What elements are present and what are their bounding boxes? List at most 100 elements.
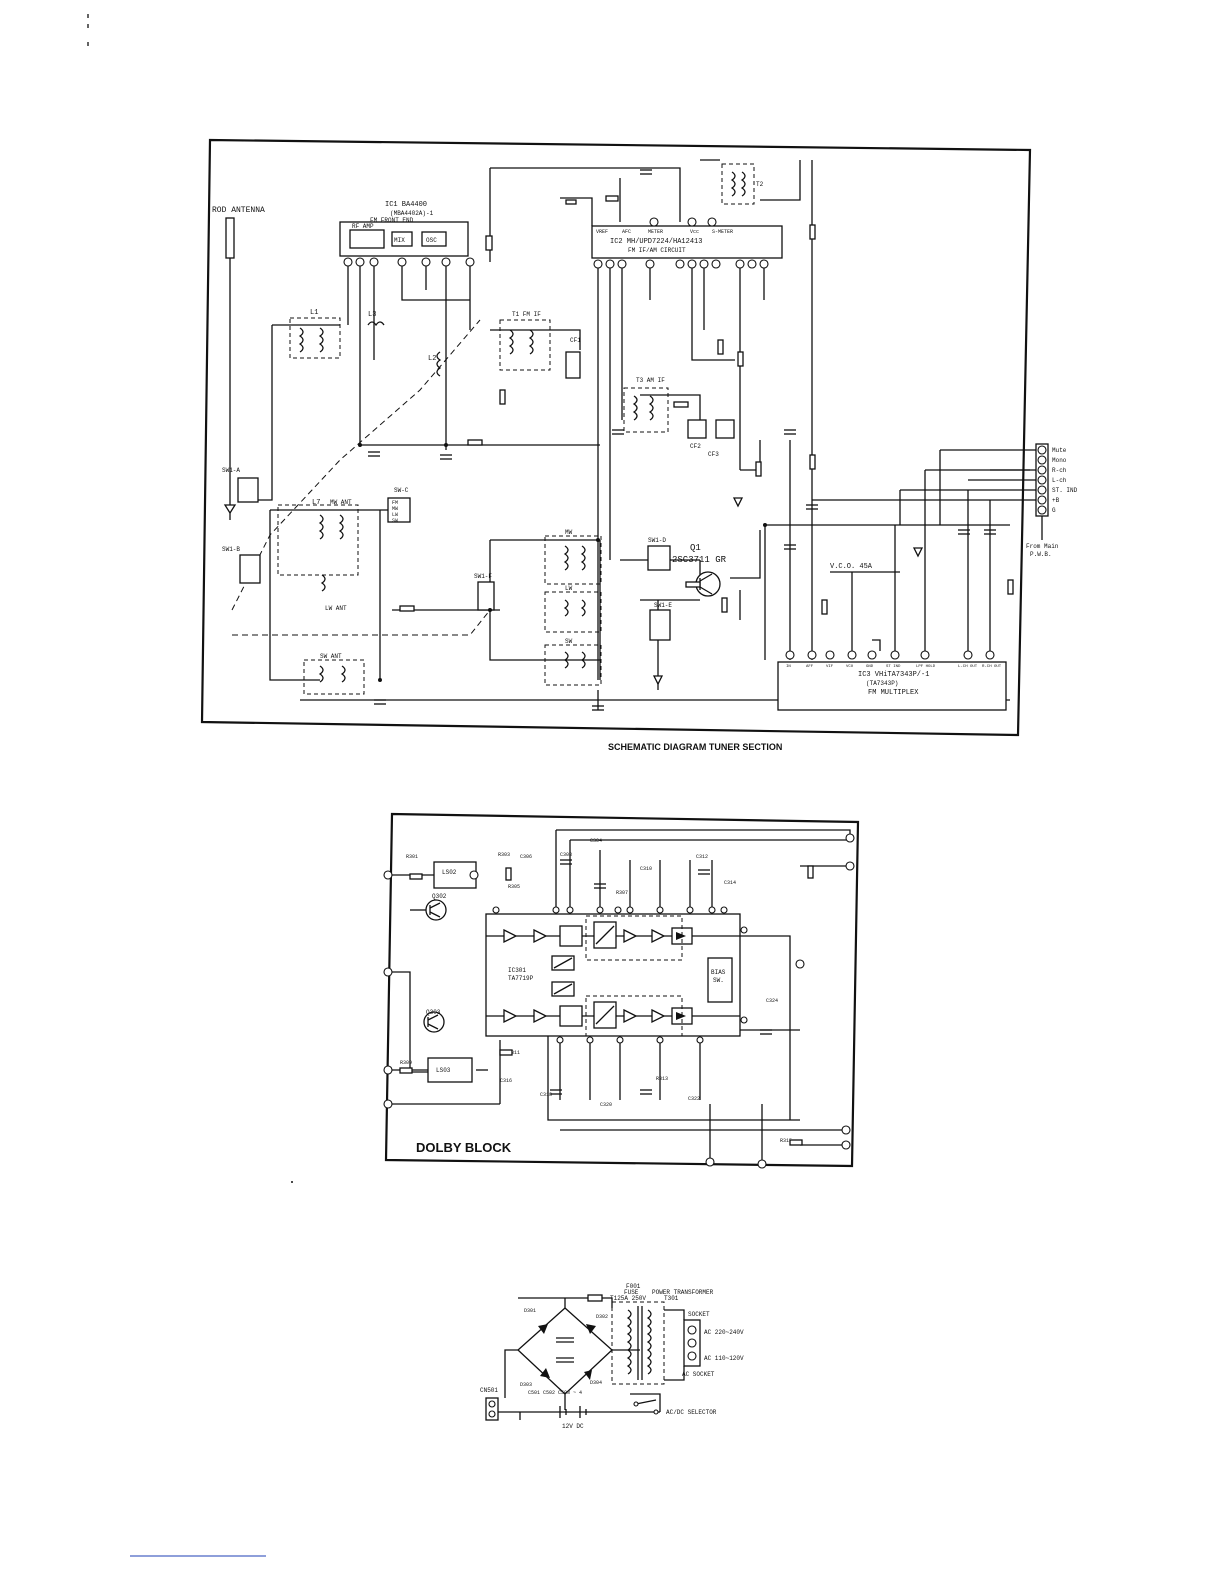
dolby-c322: C322 bbox=[688, 1096, 700, 1102]
swc-label: SW-C bbox=[394, 487, 409, 494]
dolby-ls03: LS03 bbox=[427, 1057, 473, 1083]
fuse-label: FUSE bbox=[624, 1289, 639, 1296]
switch-sw1b: SW1-B bbox=[222, 546, 261, 584]
tuner-wiring bbox=[240, 159, 1010, 710]
diode-d303: D303 bbox=[520, 1382, 532, 1388]
dolby-channel-2 bbox=[486, 915, 740, 1037]
dolby-c320: C320 bbox=[600, 1102, 612, 1108]
dolby-title: DOLBY BLOCK bbox=[416, 1140, 512, 1155]
dolby-r311: R311 bbox=[508, 1050, 520, 1056]
ic3-ref: IC3 VHiTA7343P/-1 bbox=[858, 671, 929, 679]
diode-d304: D304 bbox=[590, 1380, 602, 1386]
conn-b: +B bbox=[1052, 497, 1060, 504]
coil-mw-label: MW bbox=[565, 529, 573, 536]
sw-ant-label: SW ANT bbox=[320, 653, 342, 660]
ic3-pin-lch: L-CH OUT bbox=[958, 665, 978, 669]
dolby-c304: C304 bbox=[590, 838, 602, 844]
coil-l3: L3 L2 bbox=[367, 311, 442, 377]
t1-fm-if: T1 FM IF bbox=[499, 311, 551, 371]
t2-transformer: T2 bbox=[721, 163, 764, 205]
conn-mono: Mono bbox=[1052, 457, 1067, 464]
dolby-q302: Q302 bbox=[425, 893, 447, 921]
dolby-r305: R305 bbox=[508, 884, 520, 890]
power-wiring bbox=[498, 1294, 685, 1420]
ac-socket-label: AC SOCKET bbox=[682, 1371, 715, 1378]
coil-l3-label: L3 bbox=[368, 311, 376, 319]
switch-sw1d: SW1-D SW1-E bbox=[647, 537, 672, 641]
dolby-c316: C316 bbox=[500, 1078, 512, 1084]
coil-l2-label: L2 bbox=[428, 355, 436, 363]
power-transformer-ref: T301 bbox=[664, 1295, 679, 1302]
ic3-fm-multiplex: IC3 VHiTA7343P/-1 (TA7343P) FM MULTIPLEX… bbox=[777, 470, 1007, 711]
conn-lch: L-ch bbox=[1052, 477, 1067, 484]
sw1f-label: SW1-F bbox=[474, 573, 492, 580]
ic1-mix: MIX bbox=[394, 237, 405, 244]
dolby-ic-part: TA7719P bbox=[508, 975, 534, 982]
from-main-1: From Main bbox=[1026, 543, 1059, 550]
swc-mw: MW bbox=[392, 506, 398, 512]
dolby-r315: R315 bbox=[780, 1138, 792, 1144]
cf3-label: CF3 bbox=[708, 451, 719, 458]
swc-fm: FM bbox=[392, 500, 398, 506]
dolby-passives: C304 C306 C308 C310 C312 C314 C316 C318 … bbox=[399, 838, 814, 1146]
ac-socket[interactable]: SOCKET AC 220~240V AC 110~120V AC SOCKET bbox=[682, 1311, 744, 1378]
ic3-pin-rch: R-CH OUT bbox=[982, 665, 1002, 669]
ic1-osc: OSC bbox=[426, 237, 437, 244]
vco-label: V.C.O. 45A bbox=[830, 563, 873, 571]
switch-sw1f: SW1-F bbox=[474, 573, 495, 611]
ic2-pin-smeter: S-METER bbox=[712, 229, 733, 235]
q1-transistor: Q1 2SC3711 GR bbox=[672, 543, 727, 597]
tuner-passives bbox=[358, 169, 1014, 711]
ic2-ref: IC2 MH/UPD7224/HA12413 bbox=[610, 238, 702, 246]
coil-mw: MW bbox=[544, 529, 602, 585]
ic2-pin-vref: VREF bbox=[596, 229, 608, 235]
sw1e-label: SW1-E bbox=[654, 602, 672, 609]
cn501-label: CN501 bbox=[480, 1387, 498, 1394]
bridge-rectifier: D301 D302 D303 D304 bbox=[517, 1307, 613, 1395]
power-transformer-label: POWER TRANSFORMER bbox=[652, 1289, 714, 1296]
conn-stind: ST. IND bbox=[1052, 487, 1078, 494]
t2-label: T2 bbox=[756, 181, 764, 188]
sw1b-label: SW1-B bbox=[222, 546, 240, 553]
ic2-pin-afc: AFC bbox=[622, 229, 631, 235]
lw-ant-label: LW ANT bbox=[325, 605, 347, 612]
ic3-pin-vco: VCO bbox=[846, 665, 854, 669]
ic1-front-end: RF AMP MIX OSC IC1 BA4400 (MBA4402A)-1 F… bbox=[339, 201, 475, 267]
coil-l1: L1 bbox=[289, 309, 341, 359]
cf2-cf3: CF2 CF3 bbox=[687, 419, 735, 458]
ic2-desc: FM IF/AM CIRCUIT bbox=[628, 247, 686, 254]
bias-label: BIAS bbox=[711, 969, 726, 976]
dolby-q303: Q303 bbox=[423, 1009, 445, 1033]
coil-sw-ant: SW ANT bbox=[303, 653, 365, 695]
coil-lw-label: LW bbox=[565, 585, 573, 592]
power-transformer bbox=[611, 1301, 665, 1385]
fuse-ref: F001 bbox=[626, 1283, 641, 1290]
t3-label: T3 AM IF bbox=[636, 377, 665, 384]
ac-220-label: AC 220~240V bbox=[704, 1329, 744, 1336]
ac-dc-selector[interactable]: AC/DC SELECTOR bbox=[633, 1399, 717, 1416]
ic3-pin-stind: ST IND bbox=[886, 665, 901, 669]
dolby-ls02: LS02 bbox=[433, 861, 479, 889]
ac-110-label: AC 110~120V bbox=[704, 1355, 744, 1362]
ic1-desc: FM FRONT END bbox=[370, 217, 414, 224]
dolby-r309: R309 bbox=[400, 1060, 412, 1066]
coil-l1-label: L1 bbox=[310, 309, 318, 317]
output-connector: Mute Mono R-ch L-ch ST. IND +B G From Ma… bbox=[812, 443, 1078, 558]
q302-ref: Q302 bbox=[432, 893, 447, 900]
sw1d-label: SW1-D bbox=[648, 537, 666, 544]
ac-dc-selector-label: AC/DC SELECTOR bbox=[666, 1409, 717, 1416]
dolby-r313: R313 bbox=[656, 1076, 668, 1082]
t1-label: T1 FM IF bbox=[512, 311, 541, 318]
coil-mw-ant: L7 MW ANT LW ANT bbox=[277, 499, 359, 612]
diode-d302: D302 bbox=[596, 1314, 608, 1320]
q1-part: 2SC3711 GR bbox=[672, 555, 727, 565]
ic3-pin-vif: VIF bbox=[826, 665, 834, 669]
coil-sw: SW bbox=[544, 638, 602, 686]
ic1-part: (MBA4402A)-1 bbox=[390, 210, 434, 217]
ic3-pin-in: IN bbox=[786, 665, 791, 669]
conn-mute: Mute bbox=[1052, 447, 1067, 454]
power-supply-section: F001 FUSE T125A 250V POWER TRANSFORMER T… bbox=[480, 1283, 744, 1430]
ic2-fm-if-am: IC2 MH/UPD7224/HA12413 FM IF/AM CIRCUIT … bbox=[591, 217, 783, 269]
ic2-pin-vcc: Vcc bbox=[690, 229, 699, 235]
